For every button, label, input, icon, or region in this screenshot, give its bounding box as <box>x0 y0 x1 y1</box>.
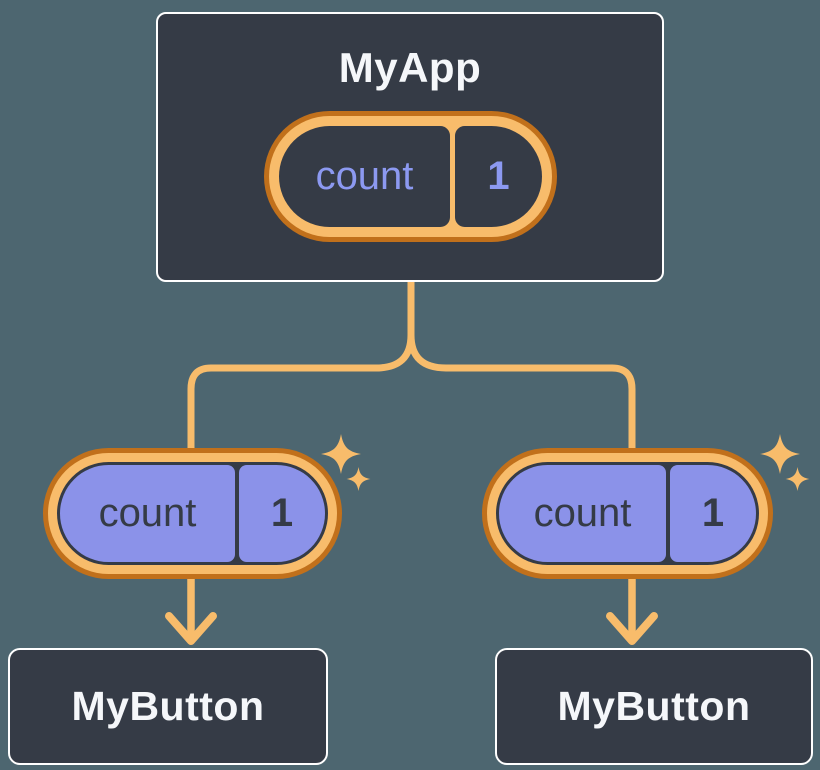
component-node-mybutton-left: MyButton <box>8 648 328 765</box>
sparkle-icon <box>760 434 810 491</box>
prop-pill-body: count 1 <box>57 462 328 565</box>
component-node-myapp: MyApp count 1 <box>156 12 664 282</box>
prop-pill-body: count 1 <box>496 462 759 565</box>
state-value: 1 <box>455 126 542 227</box>
component-node-mybutton-right: MyButton <box>495 648 813 765</box>
state-name: count <box>279 126 450 227</box>
state-pill-ring: count 1 <box>269 116 552 237</box>
component-label: MyApp <box>338 44 482 91</box>
prop-pill-ring: count 1 <box>487 453 768 574</box>
component-label: MyButton <box>71 683 265 729</box>
prop-pill-left: count 1 <box>43 448 342 579</box>
state-pill-root: count 1 <box>264 111 557 242</box>
component-label: MyButton <box>557 683 751 729</box>
prop-value: 1 <box>239 465 325 562</box>
prop-value: 1 <box>670 465 756 562</box>
prop-pill-ring: count 1 <box>48 453 337 574</box>
prop-name: count <box>499 465 666 562</box>
wire-root-to-right-child <box>407 281 636 468</box>
wire-root-to-left-child <box>187 281 415 468</box>
sparkle-icon <box>321 434 371 491</box>
prop-pill-right: count 1 <box>482 448 773 579</box>
prop-name: count <box>60 465 235 562</box>
